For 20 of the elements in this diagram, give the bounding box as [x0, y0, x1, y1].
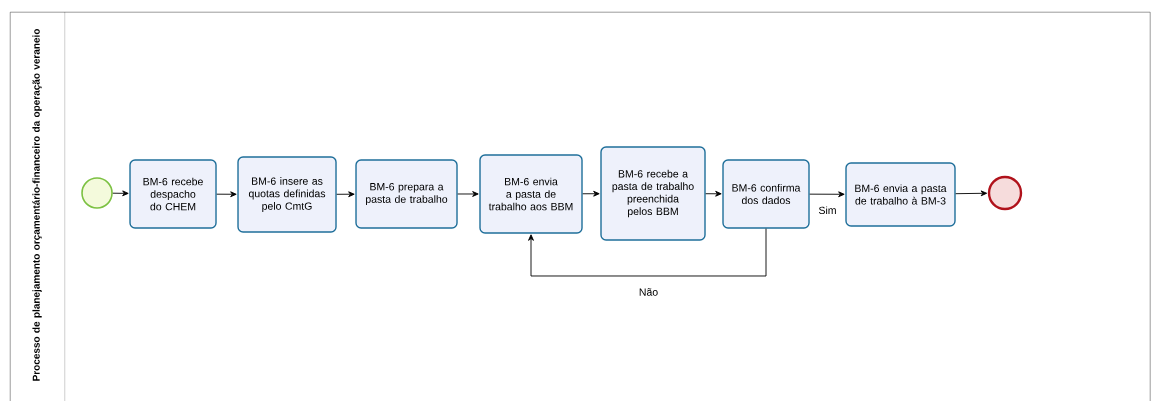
- end-event-circle: [987, 175, 1023, 211]
- task-box: BM-6 envia a pasta de trabalho aos BBM: [479, 154, 583, 234]
- task-box: BM-6 recebe a pasta de trabalho preenchida pelos BBM: [600, 146, 706, 241]
- task-box: BM-6 prepara a pasta de trabalho: [355, 159, 458, 229]
- arrow: [955, 190, 988, 197]
- arrow: [809, 191, 845, 198]
- arrow: [336, 191, 355, 198]
- edge-label: Não: [637, 287, 660, 297]
- task-box: BM-6 recebe despacho do CHEM: [129, 159, 217, 229]
- task-box: BM-6 insere as quotas definidas pelo CmtG: [237, 156, 337, 233]
- task-box: BM-6 envia a pasta de trabalho à BM-3: [845, 162, 956, 227]
- start-event-circle: [81, 177, 113, 209]
- edge-label: Sim: [817, 205, 838, 216]
- task-box: BM-6 confirma dos dados: [722, 159, 810, 229]
- arrow: [528, 228, 767, 277]
- arrow: [112, 190, 129, 197]
- arrow: [705, 190, 722, 197]
- arrow: [457, 191, 479, 197]
- arrow: [582, 190, 600, 197]
- arrow: [216, 191, 237, 198]
